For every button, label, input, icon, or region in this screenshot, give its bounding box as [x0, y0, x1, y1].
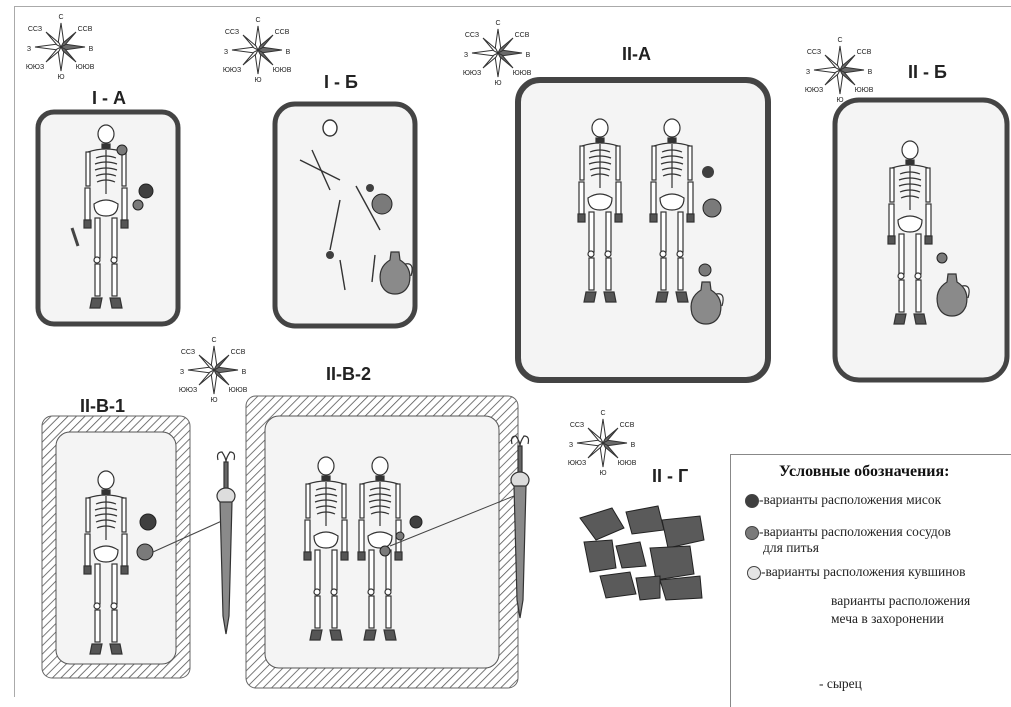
compass-south-label: Ю [210, 397, 217, 404]
compass-south-label: Ю [836, 97, 843, 104]
grave-pit [518, 80, 768, 380]
compass-sse-label: ЮЮВ [855, 87, 874, 94]
compass-nnw-label: ССЗ [225, 29, 239, 36]
compass-rose: С Ю В З ССВ ССЗ ЮЮВ ЮЮЗ [805, 37, 874, 104]
compass-sse-label: ЮЮВ [513, 70, 532, 77]
compass-sse-label: ЮЮВ [76, 64, 95, 71]
compass-nnw-label: ССЗ [570, 422, 584, 429]
compass-rose: С Ю В З ССВ ССЗ ЮЮВ ЮЮЗ [179, 337, 248, 404]
compass-rose: С Ю В З ССВ ССЗ ЮЮВ ЮЮЗ [463, 20, 532, 87]
panel-label-i-a: I - А [92, 88, 126, 109]
compass-nne-label: ССВ [275, 29, 290, 36]
panel-label-i-b: I - Б [324, 72, 358, 93]
compass-east-label: В [868, 69, 873, 76]
compass-nnw-label: ССЗ [807, 49, 821, 56]
compass-west-label: З [27, 46, 31, 53]
compass-east-label: В [242, 369, 247, 376]
compass-north-label: С [600, 410, 605, 417]
compass-west-label: З [806, 69, 810, 76]
compass-east-label: В [89, 46, 94, 53]
compass-south-label: Ю [254, 77, 261, 84]
compass-ssw-label: ЮЮЗ [26, 64, 44, 71]
compass-rose: С Ю В З ССВ ССЗ ЮЮВ ЮЮЗ [26, 14, 95, 81]
panel-label-ii-v-2: II-В-2 [326, 364, 371, 385]
compass-nnw-label: ССЗ [181, 349, 195, 356]
compass-nnw-label: ССЗ [465, 32, 479, 39]
compass-south-label: Ю [494, 80, 501, 87]
grave-fragments [580, 506, 704, 600]
panel-label-ii-b: II - Б [908, 62, 947, 83]
compass-sse-label: ЮЮВ [618, 460, 637, 467]
legend: Условные обозначения: -варианты располож… [730, 454, 1011, 707]
compass-sse-label: ЮЮВ [229, 387, 248, 394]
panel-label-ii-g: II - Г [652, 466, 688, 487]
panel-label-ii-a: II-А [622, 44, 651, 65]
compass-south-label: Ю [57, 74, 64, 81]
compass-rose: С Ю В З ССВ ССЗ ЮЮВ ЮЮЗ [223, 17, 292, 84]
compass-nne-label: ССВ [231, 349, 246, 356]
compass-ssw-label: ЮЮЗ [223, 67, 241, 74]
legend-brick: - сырец [819, 676, 862, 692]
compass-nne-label: ССВ [515, 32, 530, 39]
compass-ssw-label: ЮЮЗ [179, 387, 197, 394]
compass-nne-label: ССВ [78, 26, 93, 33]
compass-west-label: З [224, 49, 228, 56]
compass-west-label: З [464, 52, 468, 59]
compass-north-label: С [58, 14, 63, 21]
sword [217, 452, 235, 634]
compass-east-label: В [286, 49, 291, 56]
legend-jugs: -варианты расположения кувшинов [761, 564, 966, 580]
legend-jug-dot [747, 566, 761, 580]
legend-sword-line-2: меча в захоронении [831, 611, 944, 627]
compass-ssw-label: ЮЮЗ [568, 460, 586, 467]
compass-rose: С Ю В З ССВ ССЗ ЮЮВ ЮЮЗ [568, 410, 637, 477]
compass-south-label: Ю [599, 470, 606, 477]
legend-sword-line-1: варианты расположения [831, 593, 970, 609]
compass-ssw-label: ЮЮЗ [805, 87, 823, 94]
compass-north-label: С [255, 17, 260, 24]
compass-nne-label: ССВ [620, 422, 635, 429]
compass-nne-label: ССВ [857, 49, 872, 56]
compass-east-label: В [631, 442, 636, 449]
compass-north-label: С [211, 337, 216, 344]
compass-west-label: З [569, 442, 573, 449]
panel-label-ii-v-1: II-В-1 [80, 396, 125, 417]
compass-sse-label: ЮЮВ [273, 67, 292, 74]
compass-north-label: С [495, 20, 500, 27]
compass-east-label: В [526, 52, 531, 59]
compass-ssw-label: ЮЮЗ [463, 70, 481, 77]
legend-bowl-dot [745, 494, 759, 508]
legend-bowls: -варианты расположения мисок [759, 492, 941, 508]
legend-drink-line-1: -варианты расположения сосудов [759, 524, 951, 540]
legend-title: Условные обозначения: [779, 463, 950, 481]
legend-drink-dot [745, 526, 759, 540]
compass-north-label: С [837, 37, 842, 44]
legend-drink-line-2: для питья [763, 540, 819, 556]
compass-nnw-label: ССЗ [28, 26, 42, 33]
compass-west-label: З [180, 369, 184, 376]
